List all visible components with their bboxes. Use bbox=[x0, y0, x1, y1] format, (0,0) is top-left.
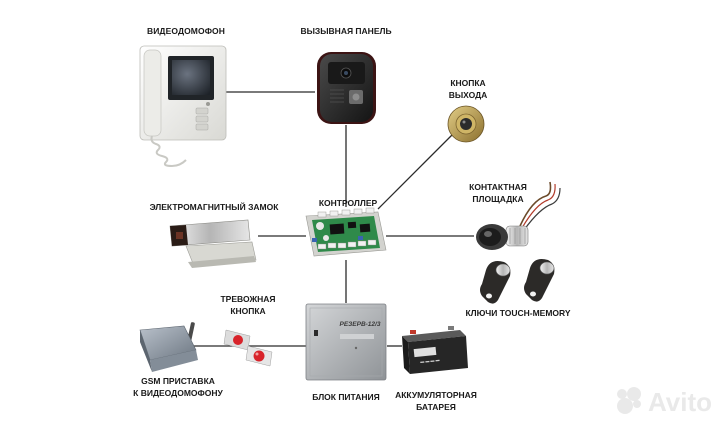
controller-board bbox=[305, 207, 387, 257]
power-supply-device: РЕЗЕРВ-12/3 bbox=[305, 303, 387, 381]
label-exit-button-line2: ВЫХОДА bbox=[449, 90, 488, 100]
label-keys: КЛЮЧИ TOUCH-MEMORY bbox=[465, 308, 570, 318]
label-contact-pad-line1: КОНТАКТНАЯ bbox=[469, 182, 527, 192]
connection-lines bbox=[194, 91, 474, 347]
label-call-panel: ВЫЗЫВНАЯ ПАНЕЛЬ bbox=[300, 26, 391, 36]
psu-panel-text: РЕЗЕРВ-12/3 bbox=[340, 321, 381, 328]
label-controller: КОНТРОЛЛЕР bbox=[319, 198, 378, 208]
alarm-button-device bbox=[223, 329, 273, 367]
label-gsm-line1: GSM ПРИСТАВКА bbox=[141, 376, 215, 386]
avito-logo-icon bbox=[617, 387, 641, 414]
label-videophone: ВИДЕОДОМОФОН bbox=[147, 26, 225, 36]
gsm-module-device bbox=[139, 322, 198, 372]
key-fob-right bbox=[524, 259, 555, 302]
link-exitbutton-controller bbox=[377, 131, 456, 210]
electromagnetic-lock-device bbox=[169, 219, 257, 268]
watermark-text: Avito bbox=[648, 387, 712, 417]
label-maglock: ЭЛЕКТРОМАГНИТНЫЙ ЗАМОК bbox=[150, 201, 280, 212]
label-battery-line1: АККУМУЛЯТОРНАЯ bbox=[395, 390, 477, 400]
touch-memory-keys bbox=[480, 259, 555, 304]
label-contact-pad-line2: ПЛОЩАДКА bbox=[472, 194, 523, 204]
svg-text:▬ ▬ ▬ ▬: ▬ ▬ ▬ ▬ bbox=[420, 357, 440, 364]
label-alarm-line1: ТРЕВОЖНАЯ bbox=[220, 294, 275, 304]
label-power-unit: БЛОК ПИТАНИЯ bbox=[312, 392, 379, 402]
label-exit-button-line1: КНОПКА bbox=[450, 78, 485, 88]
videophone-device bbox=[139, 45, 227, 168]
label-gsm-line2: К ВИДЕОДОМОФОНУ bbox=[133, 388, 223, 398]
exit-button-device bbox=[447, 105, 485, 143]
call-panel-device bbox=[317, 52, 376, 124]
label-battery-line2: БАТАРЕЯ bbox=[416, 402, 456, 412]
contact-pad-device bbox=[476, 181, 561, 250]
avito-watermark: Avito bbox=[617, 387, 712, 417]
label-alarm-line2: КНОПКА bbox=[230, 306, 265, 316]
battery-device: ▬ ▬ ▬ ▬ bbox=[402, 326, 468, 374]
key-fob-left bbox=[480, 261, 511, 304]
